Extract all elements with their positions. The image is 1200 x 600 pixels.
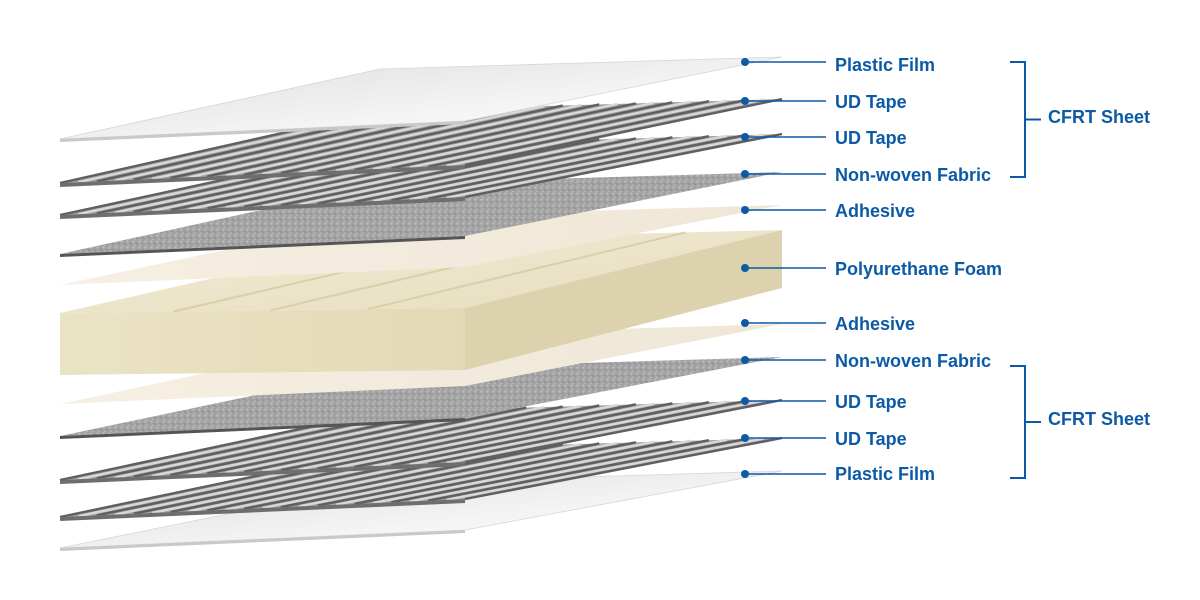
tape-edge [60,197,465,219]
adhesive-top-layer [60,205,782,285]
tape-stripe [280,138,600,207]
tape-stripe [243,405,563,473]
tape-stripe [243,104,563,176]
non-woven-fabric-bottom-layer [60,357,782,439]
tape-stripe [317,137,637,205]
tape-stripe [262,442,582,510]
tape-edge [60,499,465,521]
group-label-cfrt-sheet-top: CFRT Sheet [1048,107,1151,127]
fabric-edge [60,418,465,439]
bracket-group [1010,61,1041,479]
non-woven-fabric-top-layer [60,172,782,257]
tape-stripe [225,104,545,177]
tape-stripe [446,98,764,167]
tape-stripe [354,136,673,204]
tape-stripe [317,441,637,507]
label-polyurethane-foam: Polyurethane Foam [835,259,1003,279]
ud-tape-3-layer [59,398,783,484]
tape-stripe [335,101,655,172]
foam-groove-3 [367,231,686,311]
label-plastic-film-top: Plastic Film [835,55,936,75]
tape-stripe [280,442,600,509]
label-non-woven-fabric-top: Non-woven Fabric [835,165,992,185]
adhesive-surface [60,205,782,285]
tape-stripe [354,402,673,469]
film-edge [60,121,465,142]
tape-stripe [243,443,563,510]
tape-stripe [225,405,545,474]
tape-stripe [409,438,728,503]
fabric-edge [60,236,465,257]
tape-stripe [391,100,710,170]
tape-stripe [464,436,783,501]
tape-stripe [335,440,655,506]
cfrt-sheet-top-bracket [1010,61,1026,178]
tape-stripe [446,437,764,501]
tape-stripe [372,100,691,171]
tape-stripe [317,403,637,470]
tape-stripe [299,137,618,206]
label-adhesive-bottom: Adhesive [835,314,916,334]
tape-stripe [409,400,728,466]
tape-stripe [427,399,746,465]
tape-stripe [299,102,618,174]
tape-stripe [427,98,746,168]
tape-stripe [335,402,655,469]
tape-stripe [391,401,710,467]
tape-edge [60,165,465,187]
tape-stripe [391,439,710,504]
tape-stripe [372,135,691,203]
tape-stripe [262,404,582,473]
leader-lines-group [741,58,826,478]
tape-stripe [262,103,582,176]
foam-side-face [465,230,782,370]
label-non-woven-fabric-bottom: Non-woven Fabric [835,351,992,371]
ud-tape-1-layer [59,97,783,187]
tape-stripe [207,406,527,475]
foam-top-face [60,230,782,313]
tape-stripe [317,102,637,173]
plastic-film-top-layer [59,56,783,142]
label-ud-tape-3: UD Tape [835,392,907,412]
label-ud-tape-4: UD Tape [835,429,907,449]
label-plastic-film-bottom: Plastic Film [835,464,936,484]
tape-stripe [464,132,783,199]
tape-stripe [280,404,600,472]
tape-stripe [354,101,673,172]
tape-stripe [391,135,710,202]
group-label-cfrt-sheet-bottom: CFRT Sheet [1048,409,1151,429]
tape-stripe [372,401,691,468]
fabric-surface [60,357,782,436]
tape-stripe [464,97,783,167]
tape-stripe [446,133,764,199]
tape-stripe [409,99,728,169]
tape-stripe [372,439,691,505]
tape-stripe [464,398,783,464]
tape-stripe [335,136,655,204]
tape-stripe [446,399,764,464]
foam-front-face [60,308,465,375]
tape-stripe [299,403,618,471]
cfrt-sheet-bottom-bracket [1010,365,1026,479]
film-edge [60,530,465,551]
label-ud-tape-2: UD Tape [835,128,907,148]
layers-group [59,56,783,551]
tape-stripe [299,441,618,508]
tape-stripe [427,133,746,200]
tape-stripe [409,134,728,201]
tape-stripe [354,440,673,506]
label-adhesive-top: Adhesive [835,201,916,221]
fabric-surface [60,172,782,254]
tape-stripe [280,103,600,175]
tape-edge [60,462,465,484]
tape-stripe [427,437,746,502]
label-ud-tape-1: UD Tape [835,92,907,112]
polyurethane-foam-layer [60,230,782,375]
